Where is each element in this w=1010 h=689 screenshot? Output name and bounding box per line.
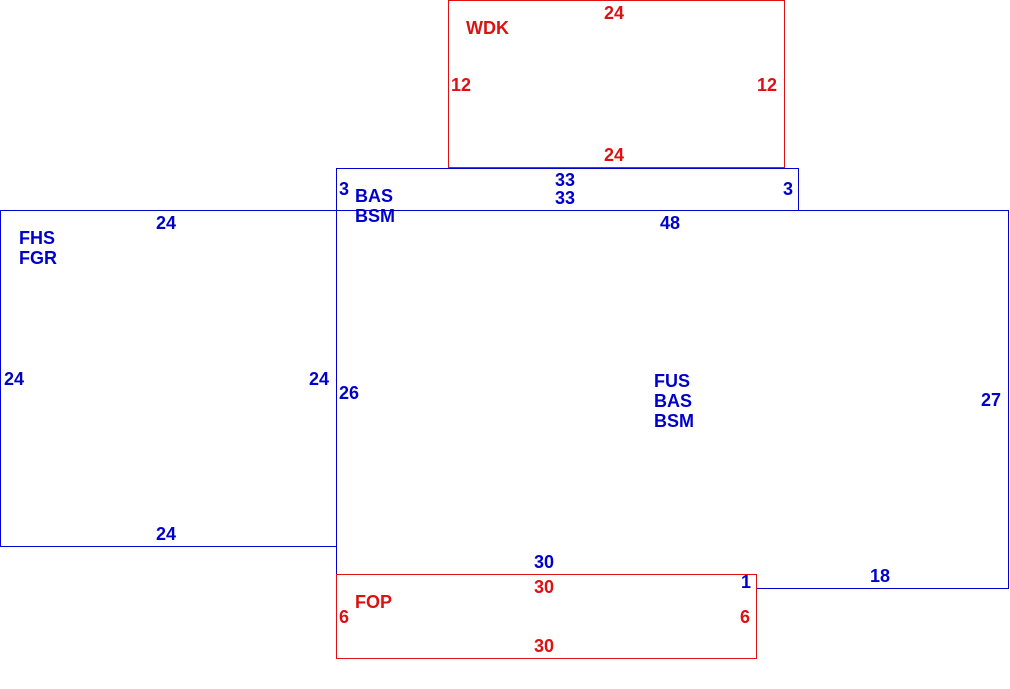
bas-strip-dim-right: 3	[783, 179, 793, 199]
bas-strip-label-2: BSM	[355, 206, 395, 226]
bas-strip-label-1: BAS	[355, 186, 393, 206]
main-house-label-3: BSM	[654, 411, 694, 431]
porch-label: FOP	[355, 592, 392, 612]
garage-dim-right: 24	[309, 369, 329, 389]
wdk-dim-top: 24	[604, 3, 624, 23]
porch-area: FOP 30 6 6 30	[336, 574, 757, 659]
garage-area: FHS FGR 24 24 24 24	[0, 210, 337, 547]
wdk-dim-bottom: 24	[604, 145, 624, 165]
main-house-dim-bottom-left: 30	[534, 552, 554, 572]
main-house-area: FUS BAS BSM 48 26 27 30 1 18	[336, 210, 1009, 592]
porch-dim-left: 6	[339, 607, 349, 627]
main-house-label-1: FUS	[654, 371, 690, 391]
main-house-dim-step: 1	[741, 572, 751, 592]
porch-dim-bottom: 30	[534, 636, 554, 656]
wdk-dim-right: 12	[757, 75, 777, 95]
garage-dim-bottom: 24	[156, 524, 176, 544]
bas-strip-dim-top: 33	[555, 170, 575, 190]
wdk-outline	[448, 0, 785, 168]
porch-outline	[336, 574, 757, 659]
porch-dim-top: 30	[534, 577, 554, 597]
bas-strip-dim-left: 3	[339, 179, 349, 199]
wdk-area: WDK 24 12 12 24	[448, 0, 785, 168]
garage-label-2: FGR	[19, 248, 57, 268]
garage-dim-top: 24	[156, 213, 176, 233]
garage-label-1: FHS	[19, 228, 55, 248]
bas-strip-dim-bottom: 33	[555, 188, 575, 208]
bas-strip-area: BAS BSM 3 33 33 3	[336, 168, 799, 226]
wdk-dim-left: 12	[451, 75, 471, 95]
wdk-label: WDK	[466, 18, 509, 38]
main-house-label-2: BAS	[654, 391, 692, 411]
main-house-dim-right: 27	[981, 390, 1001, 410]
porch-dim-right: 6	[740, 607, 750, 627]
garage-dim-left: 24	[4, 369, 24, 389]
main-house-dim-bottom-right: 18	[870, 566, 890, 586]
main-house-dim-left: 26	[339, 383, 359, 403]
main-house-dim-top: 48	[660, 213, 680, 233]
